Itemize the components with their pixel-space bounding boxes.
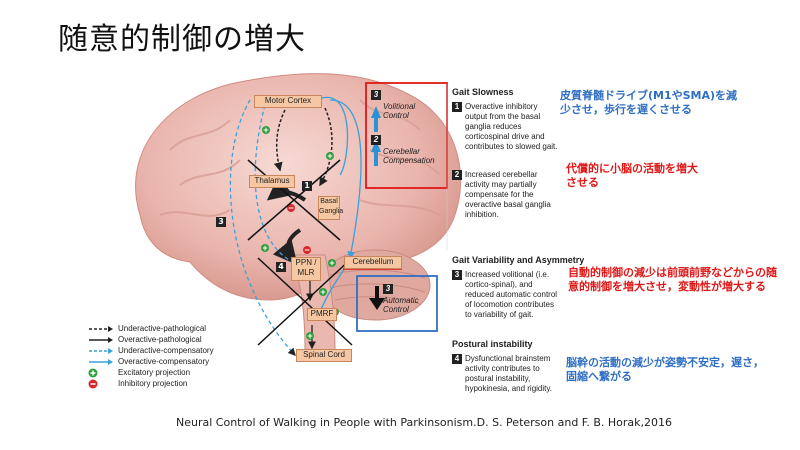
item-text: Overactive inhibitory output from the ba… xyxy=(465,102,558,151)
svg-text:+: + xyxy=(307,331,312,341)
legend-item-underactive-pathological: Underactive-pathological xyxy=(88,323,214,334)
svg-text:+: + xyxy=(263,125,268,135)
svg-text:+: + xyxy=(327,151,332,161)
item-text: Dysfunctional brainstem activity contrib… xyxy=(465,354,553,393)
svg-text:+: + xyxy=(262,243,267,253)
legend-label: Inhibitory projection xyxy=(118,379,188,388)
automatic-control-label: 3 Automatic Control xyxy=(383,284,433,314)
svg-text:+: + xyxy=(320,287,325,297)
legend-item-excitatory: Excitatory projection xyxy=(88,367,214,378)
gait-variability-heading: Gait Variability and Asymmetry xyxy=(452,255,585,265)
annotation-1: 皮質脊髄ドライブ(M1やSMA)を減少させ，歩行を遅くさせる xyxy=(560,89,738,116)
item-num: 3 xyxy=(452,270,462,280)
automatic-num: 3 xyxy=(383,284,393,294)
legend-item-overactive-pathological: Overactive-pathological xyxy=(88,334,214,345)
ppn-mlr-label: PPN / MLR xyxy=(291,257,321,281)
item-text: Increased volitional (i.e. cortico-spina… xyxy=(465,270,558,319)
legend-label: Underactive-pathological xyxy=(118,324,207,333)
volitional-text: Volitional Control xyxy=(383,102,416,120)
svg-text:+: + xyxy=(329,258,334,268)
legend-label: Overactive-pathological xyxy=(118,335,202,344)
highlight-blue-box xyxy=(356,275,438,332)
item-num: 4 xyxy=(452,354,462,364)
annotation-4: 脳幹の活動の減少が姿勢不安定，遅さ，固縮へ繋がる xyxy=(566,356,764,383)
annotation-3: 自動的制御の減少は前頭前野などからの随意的制御を増大させ，変動性が増大する xyxy=(568,266,777,293)
svg-text:−: − xyxy=(288,203,293,213)
legend-item-underactive-compensatory: Underactive-compensatory xyxy=(88,345,214,356)
solid-blue-arrow-icon xyxy=(89,358,113,365)
cerebellum-label: Cerebellum xyxy=(344,256,402,269)
cerebellar-text: Cerebellar Compensation xyxy=(383,147,435,165)
legend-label: Underactive-compensatory xyxy=(118,346,214,355)
automatic-text: Automatic Control xyxy=(383,296,419,314)
cerebellar-compensation-label: 2 Cerebellar Compensation xyxy=(371,135,446,165)
cerebellar-num: 2 xyxy=(371,135,381,145)
thalamus-label: Thalamus xyxy=(249,175,295,188)
item-text: Increased cerebellar activity may partia… xyxy=(465,170,551,219)
item-num: 2 xyxy=(452,170,462,180)
item-num: 1 xyxy=(452,102,462,112)
gait-slowness-heading: Gait Slowness xyxy=(452,87,514,97)
marker-1: 1 xyxy=(302,181,312,191)
legend-label: Excitatory projection xyxy=(118,368,191,377)
pmrf-label: PMRF xyxy=(307,308,337,321)
dashed-black-arrow-icon xyxy=(89,325,113,332)
volitional-num: 3 xyxy=(371,90,381,100)
legend-item-overactive-compensatory: Overactive-compensatory xyxy=(88,356,214,367)
marker-3: 3 xyxy=(216,217,226,227)
legend: Underactive-pathological Overactive-path… xyxy=(88,323,214,389)
basal-ganglia-label: Basal Ganglia xyxy=(318,196,343,220)
annotation-2: 代償的に小脳の活動を増大させる xyxy=(566,162,698,189)
legend-item-inhibitory: Inhibitory projection xyxy=(88,378,214,389)
legend-label: Overactive-compensatory xyxy=(118,357,210,366)
volitional-control-label: 3 Volitional Control xyxy=(371,90,431,120)
postural-heading: Postural instability xyxy=(452,339,533,349)
citation: Neural Control of Walking in People with… xyxy=(176,416,673,429)
minus-circle-icon xyxy=(88,379,98,389)
slide-title: 随意的制御の増大 xyxy=(58,22,306,57)
dashed-blue-arrow-icon xyxy=(89,347,113,354)
solid-black-arrow-icon xyxy=(89,336,113,343)
svg-text:−: − xyxy=(304,245,309,255)
motor-cortex-label: Motor Cortex xyxy=(254,95,322,108)
marker-4: 4 xyxy=(276,262,286,272)
plus-circle-icon xyxy=(88,368,98,378)
spinal-cord-label: Spinal Cord xyxy=(296,349,352,362)
